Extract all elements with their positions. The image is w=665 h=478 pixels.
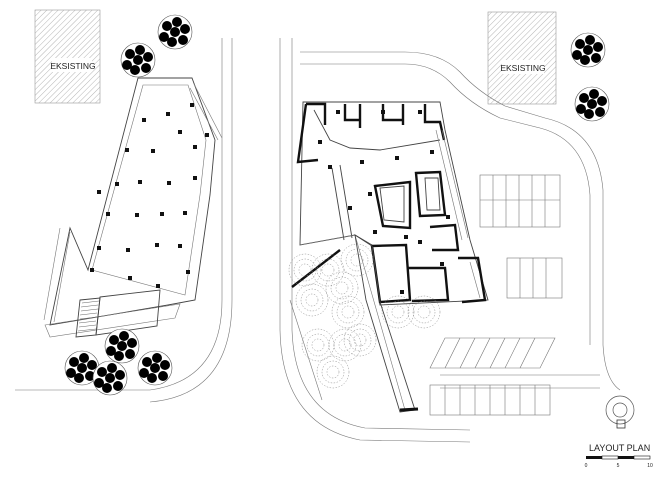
scale-tick-0: 0 [585, 463, 588, 469]
plaza-pattern [288, 243, 441, 389]
road-lines [15, 38, 621, 443]
guard-post [605, 395, 635, 429]
parking-right-mid [506, 257, 563, 299]
parking-angled [429, 337, 556, 416]
existing-label-right: EKSISTING [500, 63, 545, 73]
scale-bar: 0 5 10 [585, 455, 653, 469]
scale-tick-5: 5 [617, 463, 620, 469]
main-building [289, 101, 489, 413]
plan-title: LAYOUT PLAN [589, 443, 650, 453]
existing-building-left: EKSISTING [34, 9, 101, 104]
existing-building-right: EKSISTING [487, 11, 557, 105]
left-building [43, 77, 223, 338]
parking-right-top [479, 174, 561, 228]
scale-tick-10: 10 [647, 463, 653, 469]
existing-label-left: EKSISTING [50, 61, 95, 71]
